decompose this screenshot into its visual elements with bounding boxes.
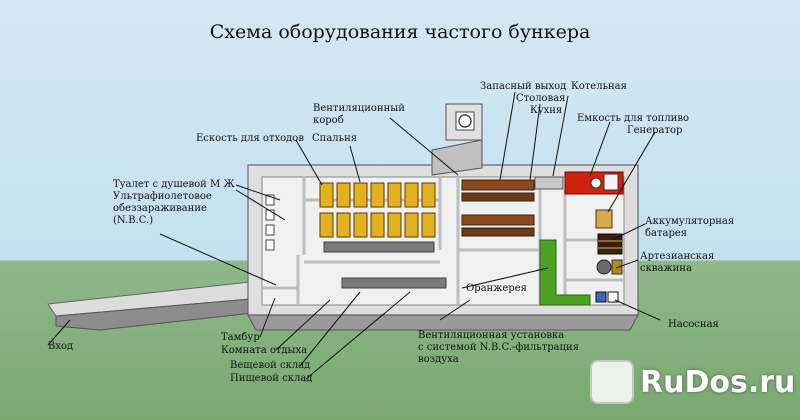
bunk-bed [319, 182, 334, 208]
bunk-bed [353, 182, 368, 208]
label-greenhouse: Оранжерея [466, 283, 527, 294]
toilets [265, 194, 275, 251]
label-vestibule: Тамбур [221, 332, 260, 343]
pump-unit [595, 291, 607, 303]
leader-lines [47, 91, 661, 380]
entrance-tunnel-side [55, 297, 263, 331]
kitchen-unit [534, 176, 564, 190]
label-dining: Столовая [516, 93, 566, 104]
bunk-bed [387, 212, 402, 238]
watermark-logo-icon [590, 360, 634, 404]
vent-duct [431, 139, 483, 176]
boiler-gauge [590, 177, 602, 189]
bunk-bed [353, 212, 368, 238]
label-kitchen: Кухня [530, 105, 563, 116]
vent-fan [458, 114, 472, 128]
label-waste-tank: Ескость для отходов [196, 133, 304, 144]
label-entrance: Вход [48, 341, 74, 352]
pump-unit [607, 291, 619, 303]
label-fuel-tank: Емкость для топливо [577, 113, 689, 124]
label-toilet: Туалет с душевой М Ж [113, 179, 235, 190]
bunk-bed [387, 182, 402, 208]
label-battery: Аккумуляторная батарея [645, 216, 735, 239]
dining-tables [461, 179, 535, 237]
bunk-bed [319, 212, 334, 238]
label-rest-room: Комната отдыха [221, 345, 308, 356]
watermark-text: RuDos.ru [640, 364, 796, 400]
bunk-bed [336, 212, 351, 238]
label-generator: Генератор [627, 125, 683, 136]
bunk-bed [421, 212, 436, 238]
bunk-bed [404, 182, 419, 208]
label-pump: Насосная [668, 319, 719, 330]
watermark: RuDos.ru [590, 358, 795, 406]
storage-shelf [323, 241, 435, 253]
bunk-bed [421, 182, 436, 208]
bunk-bed [370, 182, 385, 208]
label-uv: Ультрафиолетовое обеззараживание (N.B.C.… [113, 191, 212, 226]
bunk-bed [336, 182, 351, 208]
greenhouse-planter [539, 239, 591, 306]
beds [319, 182, 436, 238]
label-ventilation-unit: Вентиляционная установка с системой N.B.… [418, 330, 579, 365]
label-artesian: Артезианская скважина [640, 251, 715, 274]
label-boiler: Котельная [571, 81, 627, 92]
well-equipment [611, 259, 623, 275]
bunk-bed [370, 212, 385, 238]
label-clothing-store: Вещевой склад [230, 360, 311, 371]
label-bedroom: Спальня [312, 133, 358, 144]
fuel-tank [603, 173, 619, 191]
bunk-bed [404, 212, 419, 238]
artesian-well [596, 259, 612, 275]
label-emergency-exit: Запасный выход [480, 81, 567, 92]
generator [595, 209, 613, 229]
label-vent-box: Вентиляционный короб [313, 103, 405, 126]
bunker-outer-slab-side [247, 314, 639, 331]
page-title: Схема оборудования частого бункера [209, 21, 591, 43]
battery-bank [597, 233, 623, 255]
label-food-store: Пищевой склад [230, 373, 313, 384]
storage-shelf-lower [341, 277, 447, 289]
